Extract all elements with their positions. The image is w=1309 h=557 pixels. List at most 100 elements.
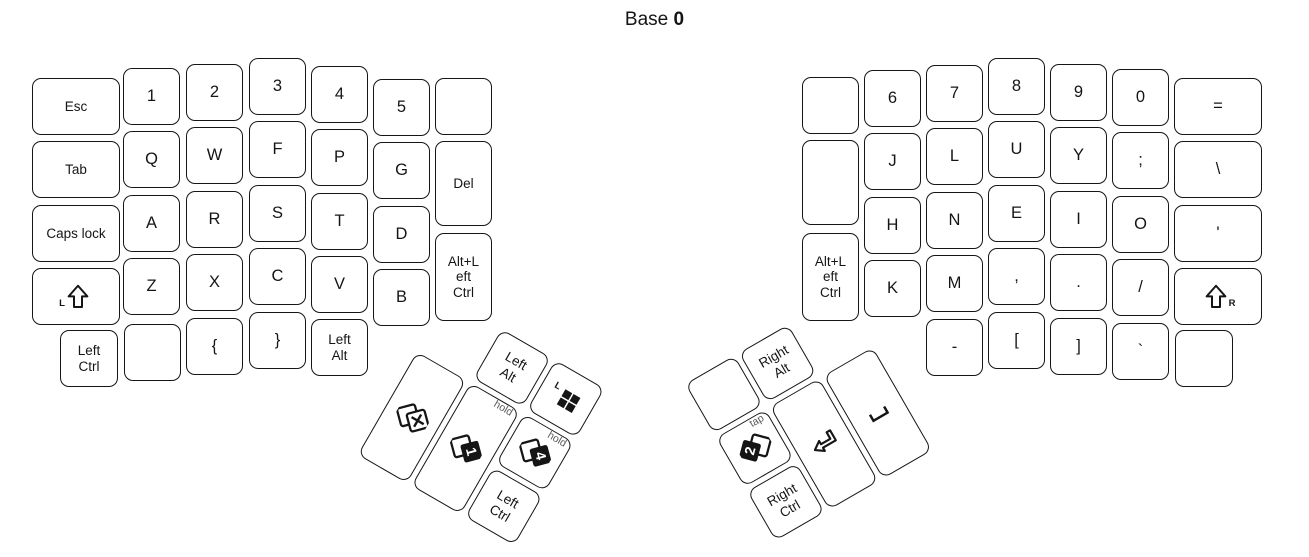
key-lbracket: [: [988, 312, 1045, 369]
key-minus: -: [926, 319, 983, 376]
key-label: 8: [1011, 77, 1022, 96]
key-label: N: [948, 211, 961, 230]
key-j: J: [864, 133, 921, 190]
key-label: C: [271, 267, 284, 286]
key-l: L: [926, 128, 983, 185]
key-q: Q: [123, 131, 180, 188]
key-label: V: [333, 275, 345, 294]
key-alt-left-ctrl-right: Alt+L eft Ctrl: [802, 233, 859, 321]
key-comma: ,: [988, 248, 1045, 305]
key-t: T: [311, 193, 368, 250]
key-label: ': [1216, 224, 1220, 243]
key-rbracket: ]: [1050, 318, 1107, 375]
key-label: 9: [1073, 83, 1084, 102]
key-lbrace: {: [186, 318, 243, 375]
key-u: U: [988, 121, 1045, 178]
key-grave: `: [1112, 323, 1169, 380]
svg-text:4: 4: [531, 449, 549, 461]
key-period: .: [1050, 254, 1107, 311]
key-y: Y: [1050, 127, 1107, 184]
key-hint-hold: hold: [491, 398, 515, 419]
key-label: H: [886, 216, 899, 235]
key-slash: /: [1112, 259, 1169, 316]
key-n8: 8: [988, 58, 1045, 115]
key-label: }: [274, 331, 281, 350]
key-blank-right-tall: [802, 140, 859, 225]
key-label: G: [395, 161, 408, 180]
key-label: .: [1076, 273, 1081, 292]
svg-text:1: 1: [462, 445, 480, 457]
key-label: 0: [1135, 88, 1146, 107]
key-n1: 1: [123, 68, 180, 125]
key-label: Left Alt: [328, 332, 351, 363]
key-label: 3: [272, 77, 283, 96]
key-label: Tab: [65, 161, 87, 177]
enter-icon: [813, 429, 837, 452]
key-d: D: [373, 206, 430, 263]
key-p: P: [311, 129, 368, 186]
key-label: Left Alt: [497, 349, 530, 385]
key-v: V: [311, 256, 368, 313]
key-k: K: [864, 260, 921, 317]
key-w: W: [186, 127, 243, 184]
key-s: S: [249, 185, 306, 242]
key-enter: [769, 378, 879, 510]
layer-number: 0: [673, 9, 685, 30]
key-label: 6: [887, 89, 898, 108]
key-label: Right Alt: [756, 342, 792, 381]
key-label: ]: [1076, 337, 1081, 356]
key-sub-label: R: [1228, 298, 1236, 310]
key-label: T: [334, 212, 345, 231]
key-label: R: [208, 210, 221, 229]
key-label: Left Ctrl: [77, 343, 101, 374]
key-label: L: [949, 147, 960, 166]
key-label: ;: [1138, 151, 1143, 170]
key-blank-left-bottom: [124, 324, 181, 381]
key-label: -: [951, 338, 958, 357]
key-label: Esc: [64, 98, 88, 114]
key-o: O: [1112, 196, 1169, 253]
windows-logo-icon: [556, 388, 581, 413]
key-n2: 2: [186, 64, 243, 121]
key-label: Del: [453, 175, 474, 191]
key-i: I: [1050, 191, 1107, 248]
key-label: A: [145, 214, 157, 233]
key-label: P: [333, 148, 345, 167]
layer-4-icon: 4: [518, 437, 552, 466]
layer-1-icon: 1: [449, 433, 482, 462]
key-n7: 7: [926, 65, 983, 122]
key-tab: Tab: [32, 141, 120, 198]
key-label: \: [1215, 160, 1221, 179]
key-label: Left Ctrl: [487, 487, 522, 525]
shift-icon: [67, 284, 89, 308]
key-left-alt: Left Alt: [311, 319, 368, 376]
key-label: S: [271, 204, 283, 223]
key-layers-clear: [357, 351, 467, 484]
key-n9: 9: [1050, 64, 1107, 121]
key-equals: =: [1174, 78, 1262, 135]
key-label: B: [395, 288, 407, 307]
key-n4: 4: [311, 66, 368, 123]
key-a: A: [123, 195, 180, 252]
key-label: 5: [396, 98, 407, 117]
key-semicolon: ;: [1112, 132, 1169, 189]
key-z: Z: [123, 258, 180, 315]
key-label: Right Ctrl: [764, 480, 803, 521]
key-b: B: [373, 269, 430, 326]
key-label: Q: [145, 150, 158, 169]
key-label: M: [947, 274, 962, 293]
key-label: X: [208, 273, 220, 292]
key-label: [: [1014, 331, 1019, 350]
key-label: Alt+L eft Ctrl: [447, 254, 480, 300]
key-n5: 5: [373, 79, 430, 136]
key-blank-right-top: [802, 77, 859, 134]
space-icon: [868, 405, 889, 423]
key-x: X: [186, 254, 243, 311]
key-label: J: [888, 152, 897, 171]
key-label: U: [1010, 140, 1023, 159]
key-label: F: [272, 140, 283, 159]
key-g: G: [373, 142, 430, 199]
key-c: C: [249, 248, 306, 305]
